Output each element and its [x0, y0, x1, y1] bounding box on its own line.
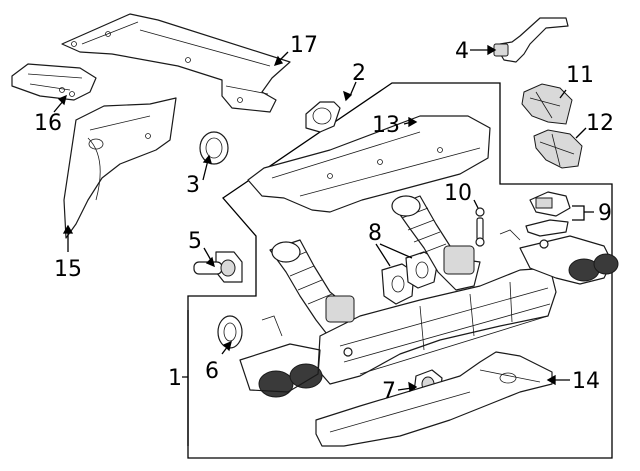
callout-10: 10	[444, 181, 472, 206]
callout-7: 7	[382, 379, 396, 404]
part-5-hanger	[193, 251, 243, 283]
callout-8: 8	[368, 221, 382, 246]
callout-5: 5	[188, 229, 202, 254]
callout-12: 12	[586, 111, 614, 136]
part-11-isolator	[521, 83, 573, 125]
callout-15: 15	[54, 257, 82, 282]
callout-16: 16	[34, 111, 62, 136]
part-12-isolator	[533, 129, 583, 169]
callout-2: 2	[352, 61, 366, 86]
part-9-sensors	[525, 191, 571, 237]
part-8-gaskets	[381, 251, 439, 305]
part-2-gasket	[305, 101, 341, 133]
callout-3: 3	[186, 173, 200, 198]
part-10-clamp	[475, 207, 485, 247]
part-1-exhaust-assembly	[239, 195, 619, 398]
callout-6: 6	[205, 359, 219, 384]
part-16-small-heat-shield	[11, 63, 97, 101]
callout-9: 9	[598, 201, 612, 226]
part-3-ring-gasket	[199, 131, 229, 165]
part-13-heat-shield	[247, 115, 491, 213]
callout-17: 17	[290, 33, 318, 58]
callout-14: 14	[572, 369, 600, 394]
leader-lines	[53, 44, 594, 446]
callout-11: 11	[566, 63, 594, 88]
part-14-lower-heat-shield	[315, 351, 553, 447]
assembly-boundary	[187, 82, 613, 459]
callout-labels: 1 2 3 4 5 6 7 8 9 10 11 12 13 14 15 16 1…	[34, 33, 614, 404]
callout-4: 4	[455, 39, 469, 64]
part-17-upper-heat-shield	[61, 13, 291, 113]
callout-13: 13	[372, 113, 400, 138]
part-4-hanger-bracket	[493, 17, 569, 63]
callout-1: 1	[168, 366, 182, 391]
part-15-side-heat-shield	[63, 97, 177, 239]
